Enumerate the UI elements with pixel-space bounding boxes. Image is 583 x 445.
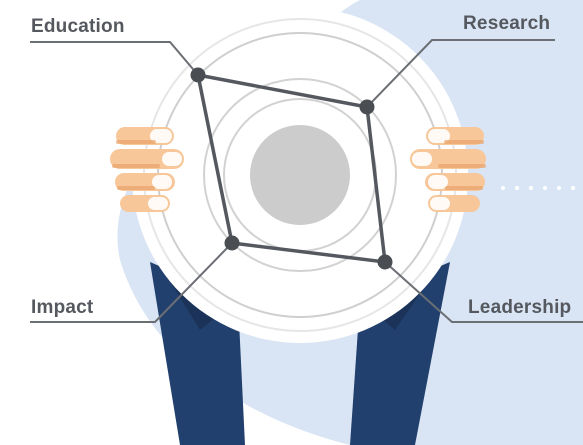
node-impact xyxy=(224,235,240,251)
plate-ring-middle xyxy=(203,78,397,272)
label-leadership: Leadership xyxy=(468,297,572,318)
label-impact: Impact xyxy=(31,297,94,318)
leader-lines xyxy=(30,39,583,323)
left-hand-icon xyxy=(110,127,184,212)
dotted-trail-icon xyxy=(501,186,575,190)
node-research xyxy=(359,99,375,115)
label-education: Education xyxy=(31,16,125,37)
label-research: Research xyxy=(463,13,551,34)
node-leadership xyxy=(377,254,393,270)
right-hand-icon xyxy=(410,127,486,212)
node-education xyxy=(190,67,206,83)
center-disc xyxy=(250,125,350,225)
